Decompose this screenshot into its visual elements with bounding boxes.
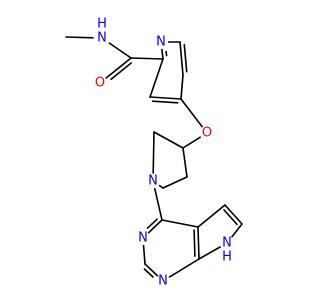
bond-c4a-c4p <box>161 219 199 228</box>
a-nh-pyrrole-backdrop <box>220 236 234 250</box>
bond-cam-oc-double <box>110 62 132 80</box>
bond-cp5-npr <box>158 184 164 189</box>
bond-c4p-n3 <box>147 219 163 234</box>
bond-c4a-c5p <box>197 204 226 228</box>
bond-cp2-npr <box>152 131 155 174</box>
bond-c2p-n1 <box>144 263 159 278</box>
bond-c5p-c6p <box>224 204 243 225</box>
bond-c2-npy-double <box>165 50 168 57</box>
bond-c4-c3-double <box>151 100 179 104</box>
bond-n7-c7a <box>198 246 221 260</box>
a-o-carbonyl-label: O <box>95 76 105 91</box>
a-nh-amide-backdrop <box>95 31 109 45</box>
bond-npr-c4p <box>154 188 163 221</box>
a-n-pyrimidine-1-backdrop <box>156 274 170 288</box>
a-nh-amide-hydrogen-label: H <box>97 17 107 32</box>
a-n-pyrrolidine-label: N <box>148 174 158 189</box>
bond-cam-oc <box>105 57 132 79</box>
bond-cp4-cp5 <box>162 176 188 189</box>
a-n-pyridine-backdrop <box>154 35 168 49</box>
bond-c7a-c4a <box>197 226 200 260</box>
bond-n3-c2p <box>142 244 146 265</box>
bond-nh-cam <box>108 42 132 59</box>
bond-oet-cp3 <box>182 136 201 149</box>
bond-layer <box>65 36 243 279</box>
bond-c5p-c6p-double <box>223 209 238 226</box>
a-n-pyrimidine-1-label: N <box>158 274 168 289</box>
a-o-ether-backdrop <box>200 126 214 140</box>
bond-c4p-n3-double <box>146 218 158 229</box>
a-n-pyrimidine-3-label: N <box>138 231 148 246</box>
bond-me-nh <box>65 36 94 39</box>
bond-c6-c5-double <box>183 43 188 73</box>
a-n-pyridine-label: N <box>156 35 166 50</box>
a-o-ether-label: O <box>202 126 212 141</box>
bond-c2p-n1-double <box>143 268 154 278</box>
bond-c5-c4 <box>180 74 184 100</box>
bond-n1-c7a <box>168 258 200 279</box>
bond-cp3-cp4 <box>182 147 188 178</box>
a-nh-pyrrole-hydrogen-label: H <box>222 250 232 265</box>
bond-c4-c3 <box>149 96 182 100</box>
a-n-pyrimidine-3-backdrop <box>136 231 150 245</box>
bond-cam-c2 <box>130 57 164 60</box>
bond-c3-c2 <box>149 58 164 98</box>
bond-c6-c5 <box>179 41 184 76</box>
a-o-carbonyl-backdrop <box>93 76 107 90</box>
bond-c6p-n7 <box>231 223 243 238</box>
a-n-pyrrolidine-backdrop <box>146 174 160 188</box>
bond-c4-oet <box>180 98 203 128</box>
bond-cp3-cp2 <box>153 131 184 149</box>
a-nh-amide-label: N <box>97 31 107 46</box>
bond-c7a-c4a-double <box>193 229 196 257</box>
a-nh-pyrrole-label: N <box>222 236 232 251</box>
bond-c2-npy <box>161 48 164 60</box>
